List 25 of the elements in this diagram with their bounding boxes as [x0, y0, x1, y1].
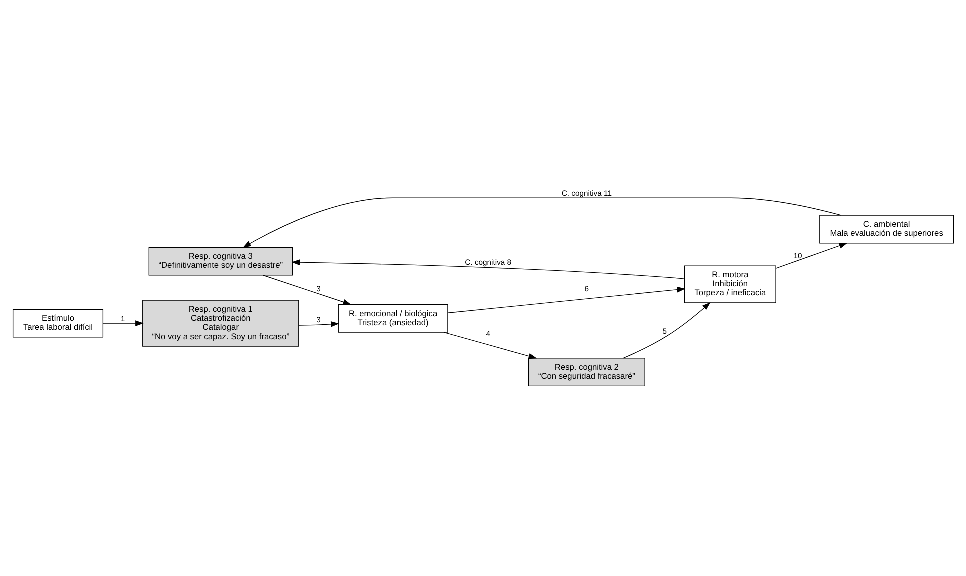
arrow [262, 275, 352, 306]
edge-label: 3 [316, 316, 320, 325]
edge-label: 1 [120, 314, 125, 324]
edge-label: C. cognitiva 8 [464, 258, 512, 267]
arrow [447, 286, 686, 314]
node-box: Resp. cognitiva 1 Catastrofización Catalogar “No voy a ser capaz. Soy un fracaso” [142, 300, 299, 347]
node-box: Resp. cognitiva 2 “Con seguridad fracasaré” [528, 358, 645, 387]
arrow [102, 320, 144, 326]
arrow [622, 302, 710, 359]
node-box: R. motora Inhibición Torpeza / ineficacia [684, 266, 776, 304]
edge-label: 4 [486, 330, 490, 339]
arrow [443, 332, 537, 360]
node-box: Resp. cognitiva 3 “Definitivamente soy un desastre” [148, 247, 292, 276]
node-box: C. ambiental Mala evaluación de superiores [819, 215, 954, 244]
arrow [242, 198, 841, 248]
edge-label: 10 [793, 252, 802, 261]
arrow [298, 321, 339, 328]
node-box: Estímulo Tarea laboral difícil [12, 309, 104, 338]
arrow [291, 260, 684, 280]
arrow [775, 243, 848, 269]
edge-label: 6 [584, 284, 589, 294]
edge-label: 5 [662, 326, 667, 336]
edge-label: C. cognitiva 11 [561, 188, 612, 198]
edge-label: 3 [316, 284, 320, 294]
node-box: R. emocional / biológica Tristeza (ansiedad) [338, 304, 448, 333]
